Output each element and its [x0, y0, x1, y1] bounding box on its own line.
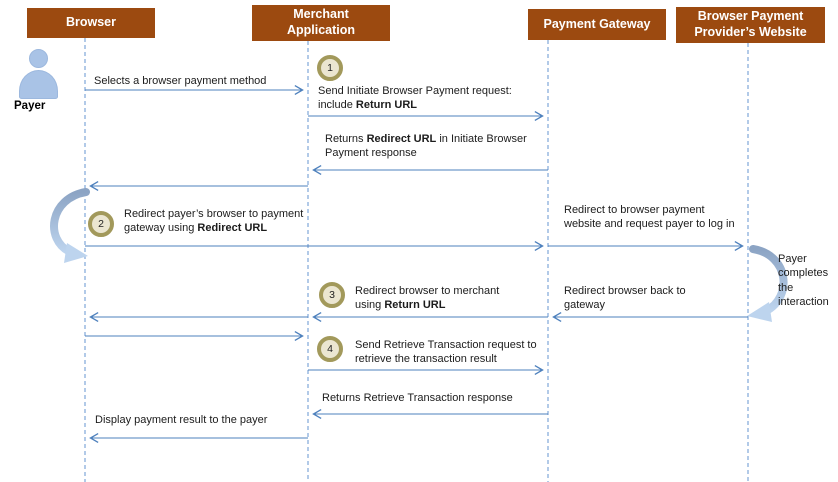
step-badge-4: 4 — [317, 336, 343, 362]
label-redirect-gateway-text: Redirect payer’s browser to payment gate… — [124, 208, 304, 235]
actor-label-gateway: Payment Gateway — [543, 16, 651, 31]
step-number-4: 4 — [327, 343, 333, 355]
actor-box-browser: Browser — [27, 8, 155, 38]
website-interaction-curve-icon — [747, 245, 788, 322]
payer-icon-head — [29, 49, 48, 68]
step-badge-2: 2 — [88, 211, 114, 237]
label-initiate-response-bold: Redirect URL — [366, 133, 437, 145]
label-initiate-request-bold: Return URL — [355, 99, 418, 112]
step-number-2: 2 — [98, 218, 104, 230]
payer-icon — [16, 48, 62, 116]
label-initiate-response-post: in Initiate Browser Payment response — [325, 133, 527, 160]
step-badge-1: 1 — [317, 55, 343, 81]
label-initiate-response: Returns Redirect URL in Initiate Browser… — [325, 132, 555, 161]
actor-label-browser: Browser — [65, 15, 117, 30]
label-retrieve-request: Send Retrieve Transaction request to ret… — [355, 339, 537, 366]
label-redirect-merchant: Redirect browser to merchant using Retur… — [355, 284, 545, 313]
label-initiate-response-pre: Returns — [325, 133, 367, 145]
payer-label: Payer — [14, 100, 46, 112]
label-redirect-merchant-bold: Return URL — [384, 299, 446, 312]
label-initiate-request-text: Send Initiate Browser Payment request: i… — [318, 85, 512, 112]
label-payer-completes: Payer completes the interaction — [778, 253, 829, 308]
actor-box-merchant: Merchant Application — [252, 5, 390, 41]
step-badge-3: 3 — [319, 282, 345, 308]
step-number-1: 1 — [327, 62, 333, 74]
payer-icon-body — [19, 70, 58, 99]
step-number-3: 3 — [329, 289, 335, 301]
actor-label-merchant: Merchant Application — [286, 7, 356, 37]
label-redirect-website: Redirect to browser payment website and … — [564, 204, 735, 231]
label-initiate-request: Send Initiate Browser Payment request: i… — [318, 84, 553, 113]
label-redirect-gateway: Redirect payer’s browser to payment gate… — [124, 207, 324, 236]
actor-label-website: Browser Payment Provider’s Website — [694, 9, 807, 39]
label-display-result: Display payment result to the payer — [95, 414, 268, 426]
label-redirect-gateway-bold: Redirect URL — [197, 222, 268, 235]
label-select-method: Selects a browser payment method — [94, 75, 267, 87]
label-redirect-back: Redirect browser back to gateway — [564, 285, 686, 312]
label-redirect-merchant-text: Redirect browser to merchant using — [355, 285, 500, 312]
actor-box-gateway: Payment Gateway — [528, 9, 666, 40]
actor-box-website: Browser Payment Provider’s Website — [676, 7, 825, 43]
label-retrieve-response: Returns Retrieve Transaction response — [322, 392, 513, 404]
browser-redirect-curve-icon — [50, 188, 90, 263]
